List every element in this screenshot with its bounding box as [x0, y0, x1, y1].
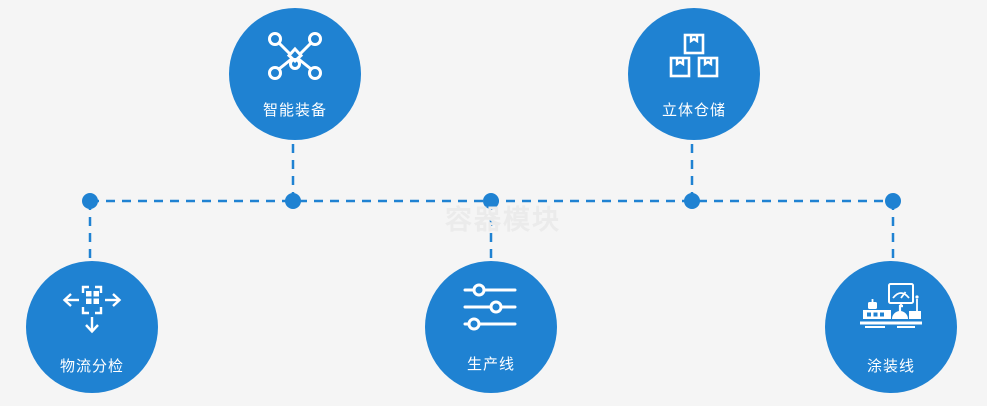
stacked-boxes-icon: [668, 33, 720, 79]
junction-dot-production-line: [483, 193, 499, 209]
node-painting-line[interactable]: 涂装线: [825, 261, 957, 393]
node-stereo-warehouse[interactable]: 立体仓储: [628, 8, 760, 140]
node-logistics-sorting[interactable]: 物流分检: [26, 261, 158, 393]
network-nodes-icon: [268, 32, 322, 80]
factory-monitor-icon: [859, 283, 923, 333]
junction-dot-stereo-warehouse: [684, 193, 700, 209]
node-production-line[interactable]: 生产线: [425, 261, 557, 393]
sorting-arrows-icon: [62, 281, 122, 335]
junction-dot-painting-line: [885, 193, 901, 209]
node-label-smart-equipment: 智能装备: [262, 102, 327, 119]
junction-dot-smart-equipment: [285, 193, 301, 209]
node-label-production-line: 生产线: [466, 356, 515, 373]
watermark-text: 容器模块: [445, 205, 561, 235]
node-label-logistics-sorting: 物流分检: [59, 358, 124, 375]
sliders-icon: [463, 283, 519, 331]
node-label-painting-line: 涂装线: [866, 358, 915, 375]
node-label-stereo-warehouse: 立体仓储: [661, 102, 726, 119]
node-smart-equipment[interactable]: 智能装备: [229, 8, 361, 140]
junction-dot-logistics-sorting: [82, 193, 98, 209]
